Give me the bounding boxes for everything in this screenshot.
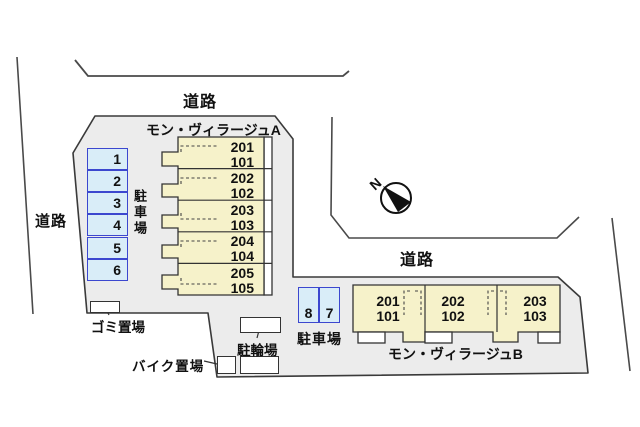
building-a-unit-4: 204 104 [178,234,254,263]
bicycle-parking-box-lower [240,356,279,374]
building-a-name: モン・ヴィラージュA [146,122,281,138]
unit-upper: 204 [230,233,254,249]
building-b-name: モン・ヴィラージュB [388,346,523,362]
unit-lower: 101 [376,307,400,324]
parking-secondary-label: 駐車場 [297,331,342,347]
parking-space-7: 7 [319,287,340,323]
unit-lower: 102 [230,184,254,201]
building-a-unit-5: 205 105 [178,266,254,295]
unit-upper: 202 [230,170,254,186]
building-a-balcony [263,136,273,296]
motorcycle-area-label: バイク置場 [132,359,205,374]
building-a-door-dashes [180,145,217,285]
road-label-top: 道路 [183,94,218,111]
building-a-unit-2: 202 102 [178,171,254,200]
north-arrow [383,186,411,212]
unit-upper: 202 [441,293,465,309]
unit-lower: 105 [230,279,254,296]
garbage-area-box [90,301,120,313]
unit-lower: 101 [230,153,254,170]
parking-space-4: 4 [87,214,128,236]
parking-space-1: 1 [87,148,128,170]
building-a-unit-1: 201 101 [178,140,254,169]
parking-space-2: 2 [87,170,128,192]
building-a-unit-dividers [178,168,272,264]
parking-main-label: 駐車場 [132,189,147,237]
unit-upper: 205 [230,265,254,281]
building-a-outline [161,136,265,296]
building-b-unit-3: 203 103 [505,294,565,323]
unit-lower: 104 [230,247,254,264]
road-line-top [74,59,350,77]
parking-space-8: 8 [298,287,319,323]
road-line-far-right [611,217,631,372]
compass-icon: N [366,175,412,214]
garbage-area-label: ゴミ置場 [91,320,145,335]
unit-lower: 103 [523,307,547,324]
north-label: N [366,175,384,194]
unit-lower: 103 [230,216,254,233]
building-b-unit-2: 202 102 [423,294,483,323]
motorcycle-area-box [217,356,236,374]
bicycle-parking-label: 駐輪場 [237,343,278,358]
building-b-unit-1: 201 101 [358,294,418,323]
parking-space-3: 3 [87,192,128,214]
parking-space-6: 6 [87,259,128,281]
unit-lower: 102 [441,307,465,324]
road-label-left: 道路 [35,213,68,230]
road-line-right-bend [330,116,580,239]
road-label-right: 道路 [400,252,435,269]
building-b-porches [357,331,561,344]
building-a-unit-3: 203 103 [178,203,254,232]
building-b-unit-dividers [424,285,498,332]
building-b-door-dashes [403,290,507,315]
unit-upper: 201 [230,139,254,155]
unit-upper: 203 [523,293,547,309]
parking-space-5: 5 [87,237,128,259]
unit-upper: 203 [230,202,254,218]
bicycle-parking-box-upper [240,317,281,333]
road-line-left [16,56,34,315]
unit-upper: 201 [376,293,400,309]
